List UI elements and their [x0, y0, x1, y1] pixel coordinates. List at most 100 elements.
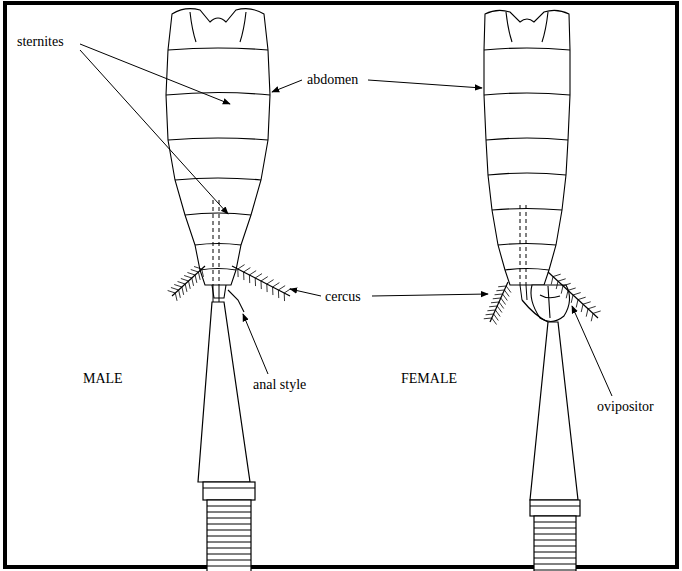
- cercus-bristle: [492, 318, 497, 325]
- cercus-bristle: [593, 311, 601, 313]
- cercus-bristle: [168, 291, 176, 293]
- cercus-bristle: [489, 306, 497, 308]
- cercus-bristle: [178, 282, 186, 284]
- cercus-bristle: [568, 288, 576, 290]
- cercus-bristle: [495, 310, 500, 317]
- cercus-bristle: [504, 290, 509, 297]
- cercus-bristle: [553, 274, 561, 276]
- cercus-bristle: [573, 293, 581, 295]
- cercus-shaft: [232, 266, 290, 296]
- graduation: [207, 554, 251, 555]
- needle: [213, 200, 219, 302]
- anal-style: [228, 290, 244, 312]
- ovipositor-valves: [531, 285, 570, 322]
- cercus-bristle: [498, 286, 506, 288]
- cercus-shaft: [490, 282, 508, 322]
- cercus-bristle: [191, 270, 199, 272]
- cercus-bristle: [583, 302, 591, 304]
- part-label: MALE: [82, 371, 124, 386]
- cercus-bristle: [182, 287, 184, 295]
- graduation: [534, 552, 576, 553]
- cercus-bristle: [255, 278, 256, 286]
- leader-lines: [80, 44, 612, 396]
- cercus-bristle: [171, 288, 179, 290]
- needle: [520, 205, 527, 300]
- graduation: [534, 570, 576, 571]
- graduation: [534, 564, 576, 565]
- cercus-bristle: [586, 309, 588, 317]
- graduation: [207, 566, 251, 567]
- cercus-bristle: [551, 277, 553, 285]
- part-label: anal style: [252, 377, 307, 392]
- cercus-bristle: [496, 290, 504, 292]
- cercus-bristle: [506, 286, 511, 293]
- graduation: [534, 540, 576, 541]
- syringe-graduations: [207, 506, 576, 570]
- cercus-bristle: [261, 277, 268, 281]
- cercus-shaft: [548, 272, 598, 318]
- cercus-bristle: [181, 279, 189, 281]
- cercus-bristle: [261, 281, 262, 289]
- part-label: abdomen: [306, 72, 359, 87]
- frame: [5, 3, 677, 567]
- cercus-bristle: [578, 297, 586, 299]
- cercus-bristle: [174, 285, 182, 287]
- graduation: [534, 546, 576, 547]
- cercus-bristle: [581, 304, 583, 312]
- graduation: [207, 524, 251, 525]
- cercus-bristle: [198, 272, 200, 280]
- cercus-bristle: [563, 283, 571, 285]
- cercus-bristle: [187, 273, 195, 275]
- syringe: [522, 300, 580, 571]
- cercus-bristle: [576, 300, 578, 308]
- cercus-bristle: [497, 306, 502, 313]
- graduation: [534, 534, 576, 535]
- cercus-bristle: [503, 294, 508, 301]
- cercus-bristle: [588, 306, 596, 308]
- graduation: [207, 518, 251, 519]
- cercus-bristle: [501, 298, 506, 305]
- cercus-bristle: [558, 279, 566, 281]
- cercus-bristle: [566, 290, 568, 298]
- cercus-bristle: [591, 313, 593, 321]
- cercus-bristle: [202, 269, 204, 277]
- cercus-bristle: [192, 278, 194, 286]
- graduation: [207, 536, 251, 537]
- cercus-bristle: [195, 275, 197, 283]
- cercus-bristle: [243, 272, 244, 280]
- female-abdomen: [484, 10, 570, 321]
- cercus-bristle: [495, 294, 503, 296]
- cercus-bristle: [255, 274, 262, 278]
- cercus-bristle: [556, 281, 558, 289]
- cercus-bristle: [184, 276, 192, 278]
- cercus-bristle: [185, 284, 187, 292]
- cercus-shaft: [172, 266, 205, 296]
- part-label: sternites: [16, 34, 65, 49]
- cercus-bristle: [249, 275, 250, 283]
- cercus-bristle: [278, 290, 279, 298]
- cercus-bristle: [494, 314, 499, 321]
- graduation: [534, 558, 576, 559]
- cercus-bristle: [486, 314, 494, 316]
- cercus-bristle: [179, 290, 181, 298]
- part-label: ovipositor: [596, 399, 655, 414]
- graduation: [534, 528, 576, 529]
- cerci: [168, 265, 601, 325]
- cercus-bristle: [278, 286, 285, 290]
- graduation: [207, 512, 251, 513]
- cercus-bristle: [244, 268, 251, 272]
- syringe: [198, 302, 255, 571]
- cercus-bristle: [571, 295, 573, 303]
- part-label: FEMALE: [400, 371, 458, 386]
- graduation: [207, 506, 251, 507]
- part-label: cercus: [324, 289, 362, 304]
- cercus-bristle: [484, 318, 492, 320]
- graduation: [207, 548, 251, 549]
- cercus-bristle: [499, 302, 504, 309]
- cercus-bristle: [194, 267, 202, 269]
- cercus-bristle: [267, 280, 274, 284]
- cercus-bristle: [493, 298, 501, 300]
- cercus-bristle: [273, 283, 280, 287]
- graduation: [207, 530, 251, 531]
